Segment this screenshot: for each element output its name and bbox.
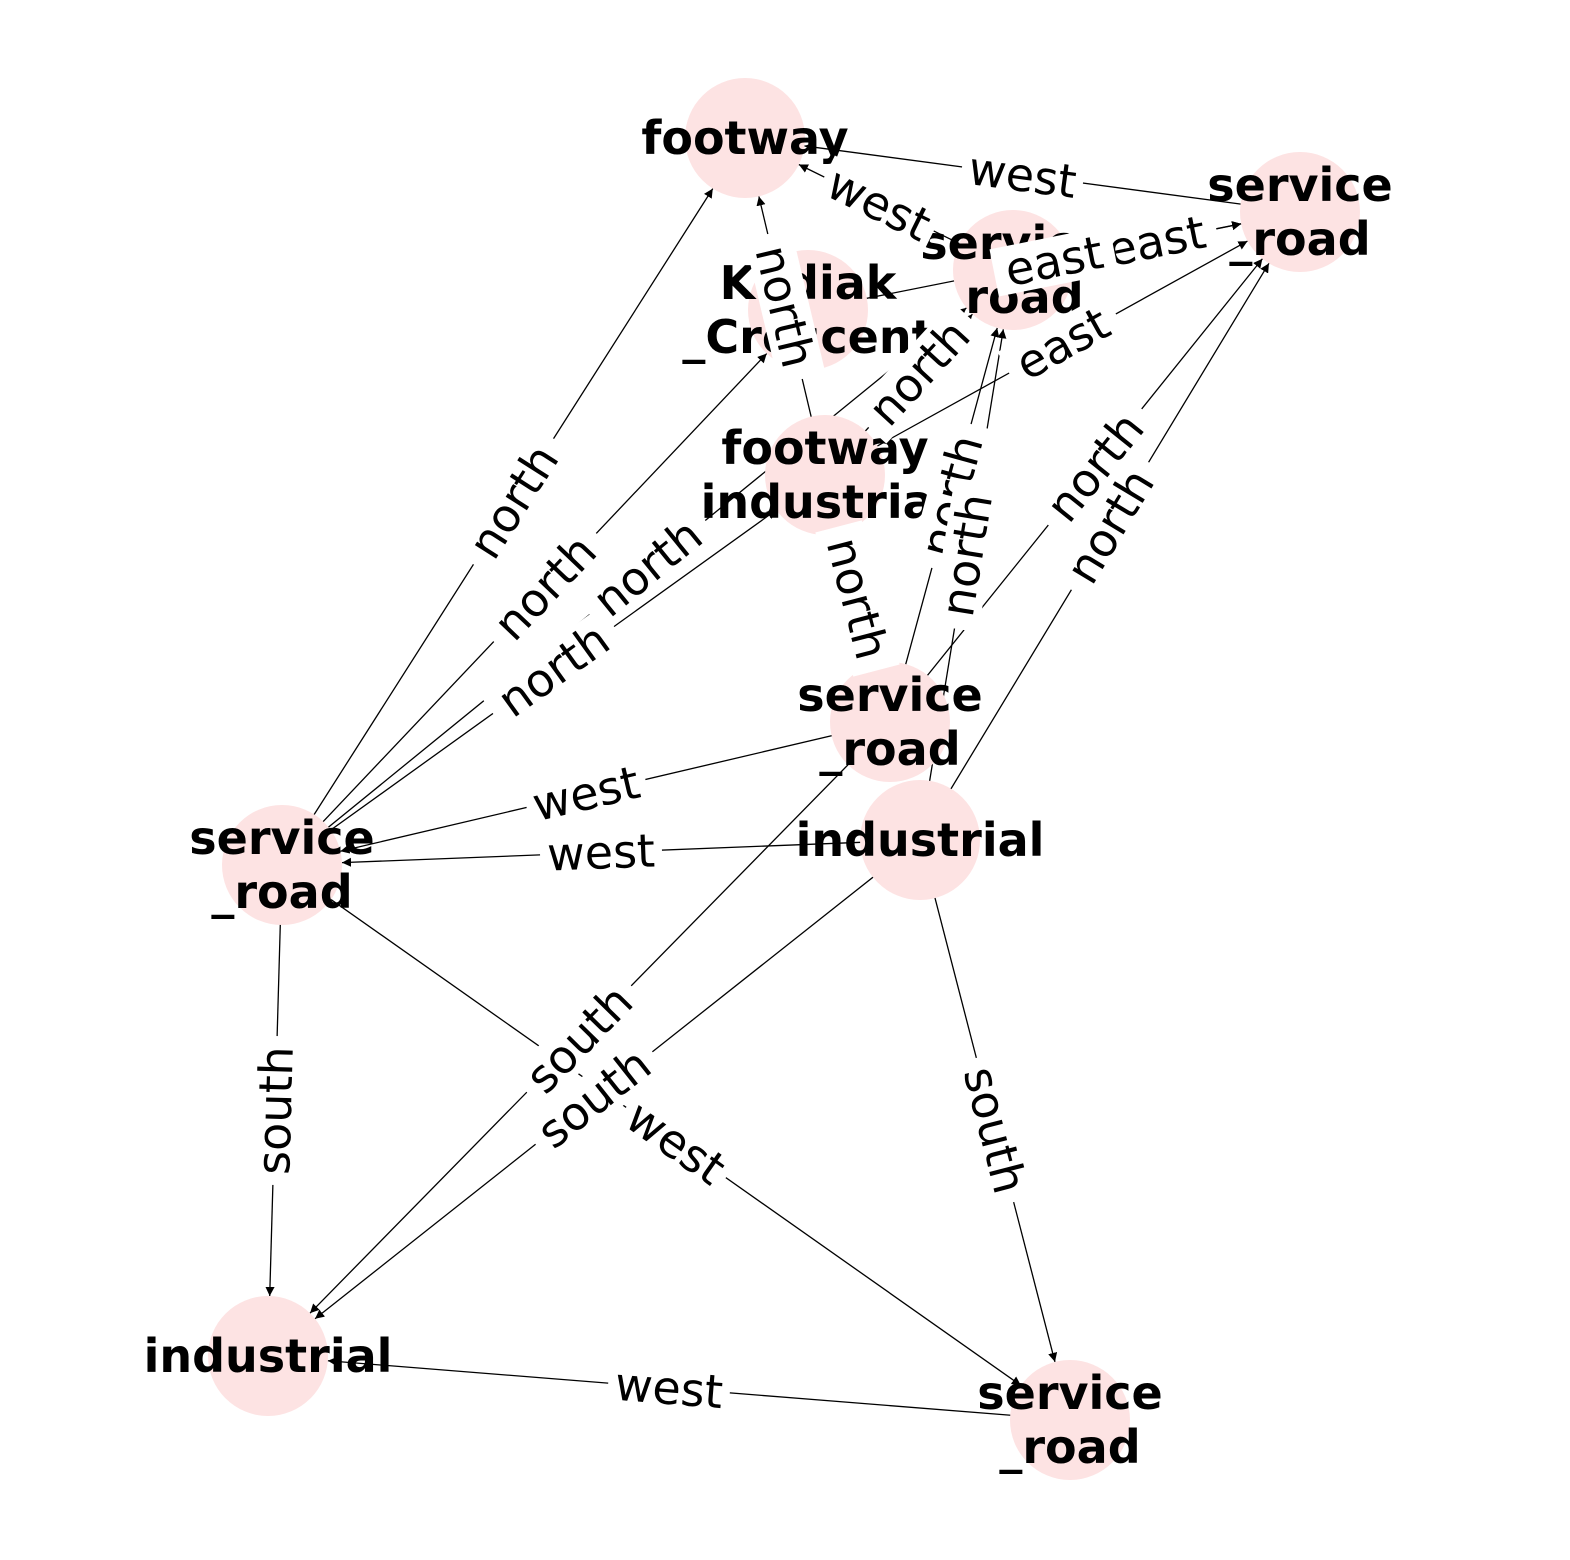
node-n_service_road_top_right: service_road: [1207, 152, 1393, 272]
node-label: _road: [211, 865, 352, 919]
edge-label-group: west: [813, 155, 945, 253]
node-circle: [830, 662, 950, 782]
node-n_industrial_bottom_left: industrial: [144, 1296, 393, 1416]
node-n_industrial_center: industrial: [796, 780, 1045, 900]
edge-label-background: [606, 1359, 732, 1417]
edge-label-background: [453, 425, 574, 578]
edge-label-background: [248, 1035, 302, 1186]
node-label: _road: [819, 722, 960, 776]
node-label: service: [977, 1366, 1162, 1420]
edge-label-background: [744, 228, 826, 385]
edge-label-group: south: [953, 1051, 1037, 1209]
node-n_service_road_center: service_road: [797, 662, 983, 782]
edge-label-background: [574, 501, 721, 634]
node-n_footway_top: footway: [641, 78, 849, 198]
edge-label-group: south: [246, 1035, 304, 1186]
edge-label-group: west: [539, 823, 663, 882]
edge-label-west: west: [527, 755, 644, 832]
edge-label-west: west: [965, 141, 1079, 209]
edge-label-background: [612, 1087, 740, 1198]
edge-label-background: [953, 1051, 1037, 1209]
edge-label-south: south: [953, 1061, 1037, 1199]
node-n_service_road_left: service_road: [189, 805, 375, 925]
node-label: service: [1207, 158, 1392, 212]
edge-label-south: south: [246, 1046, 304, 1176]
node-label: service: [189, 811, 374, 865]
node-circle: [765, 415, 885, 535]
node-label: industrial: [796, 813, 1045, 867]
edge-label-background: [478, 607, 629, 733]
edge-label-west: west: [546, 823, 656, 881]
node-label: service: [797, 668, 982, 722]
edge-label-group: north: [744, 228, 826, 385]
edge-label-background: [476, 516, 614, 659]
edge-label-background: [1091, 205, 1222, 277]
node-label: footway: [641, 111, 848, 165]
node-circle: [860, 780, 980, 900]
edge-label-background: [958, 143, 1087, 207]
edge-label-background: [989, 225, 1119, 297]
node-circle: [1240, 152, 1360, 272]
node-label: _road: [1229, 212, 1370, 266]
edge-label-west: west: [819, 156, 940, 252]
edge-label-background: [520, 1032, 668, 1164]
edge-label-group: north: [815, 520, 900, 677]
node-circle: [208, 1296, 328, 1416]
edge-label-background: [997, 292, 1128, 395]
edge-label-background: [908, 417, 995, 575]
node-label: industrial: [701, 475, 950, 529]
node-n_service_road_bottom_right: service_road: [977, 1360, 1163, 1480]
node-label: Kodiak: [720, 256, 898, 310]
edge-label-background: [521, 756, 651, 831]
node-circle: [685, 78, 805, 198]
edge-label-background: [1050, 449, 1170, 603]
edge-label-background: [1029, 393, 1161, 541]
edge-label-group: west: [521, 755, 651, 832]
edge-label-background: [539, 826, 663, 879]
edge-label-background: [850, 301, 988, 444]
node-label: industrial: [144, 1329, 393, 1383]
edge-label-west: west: [613, 1357, 725, 1419]
edge-label-north: north: [583, 508, 713, 628]
edge-label-background: [813, 155, 945, 253]
nodes-layer: footwayservice_roadservice_roadKodiak_Cr…: [144, 78, 1393, 1480]
edge-label-group: west: [958, 141, 1087, 209]
edge-label-east: east: [1103, 205, 1210, 277]
node-label: _road: [999, 1420, 1140, 1474]
edge-label-group: west: [606, 1357, 732, 1419]
node-circle: [1010, 1360, 1130, 1480]
node-circle: [222, 805, 342, 925]
edge-label-background: [815, 520, 900, 677]
edge-label-north: north: [816, 532, 900, 665]
edge-label-background: [930, 477, 1003, 633]
edge-label-background: [509, 969, 649, 1109]
